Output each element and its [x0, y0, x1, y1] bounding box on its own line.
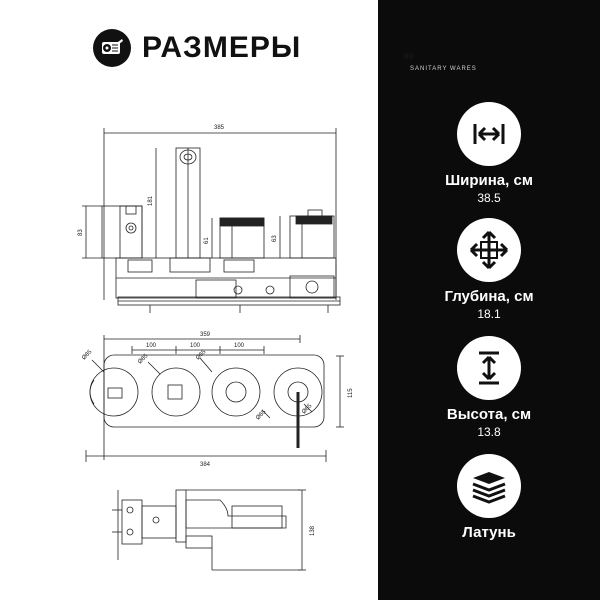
dim-width: 385: [214, 125, 225, 131]
spec-material-label: Латунь: [462, 524, 516, 541]
spec-depth-label: Глубина, см: [444, 288, 534, 305]
dim-diam-5: Ø65: [301, 403, 314, 416]
spec-height: Высота, см 13.8: [378, 336, 600, 439]
dim-spacing-2: 100: [190, 343, 201, 349]
brand-tagline: SANITARY WARES: [410, 66, 477, 72]
brand-mark: DQ: [404, 54, 413, 60]
dim-diam-1: Ø85: [81, 349, 94, 362]
brand-logo: DQ SANITARY WARES: [404, 14, 514, 84]
page-title: РАЗМЕРЫ: [142, 31, 302, 64]
dim-diam-2: Ø85: [137, 353, 150, 366]
spec-height-label: Высота, см: [446, 406, 532, 423]
page-header: РАЗМЕРЫ: [92, 26, 301, 70]
spec-material: Латунь: [378, 454, 600, 541]
spec-depth-value: 18.1: [477, 307, 501, 321]
technical-drawing: 385 181 83 61 63 359 100 100 100 Ø85 Ø85…: [78, 125, 354, 571]
dim-depth: 138: [310, 525, 316, 536]
dim-diam-4: Ø65: [255, 409, 268, 422]
dim-spacing-3: 100: [234, 343, 245, 349]
dim-front-total: 384: [200, 462, 211, 468]
dim-front-height: 115: [348, 388, 354, 398]
svg-text:DQ: DQ: [404, 54, 413, 60]
dim-spacing-1: 100: [146, 343, 157, 349]
drawing-panel: РАЗМЕРЫ: [78, 26, 354, 571]
spec-depth: Глубина, см 18.1: [378, 218, 600, 321]
dim-spout-height: 181: [148, 195, 154, 206]
material-layers-icon: [457, 454, 521, 518]
dim-knob2-height: 63: [272, 235, 278, 242]
depth-arrows-icon: [457, 218, 521, 282]
spec-width: Ширина, см 38.5: [378, 102, 600, 205]
dim-inner-total: 359: [200, 332, 211, 338]
measure-tape-icon: [93, 29, 131, 67]
spec-width-value: 38.5: [477, 191, 501, 205]
spec-height-value: 13.8: [477, 425, 501, 439]
dim-body-height: 83: [78, 229, 84, 236]
spec-width-label: Ширина, см: [445, 172, 533, 189]
height-arrow-icon: [457, 336, 521, 400]
dim-knob1-height: 61: [204, 237, 210, 244]
width-arrows-icon: [457, 102, 521, 166]
